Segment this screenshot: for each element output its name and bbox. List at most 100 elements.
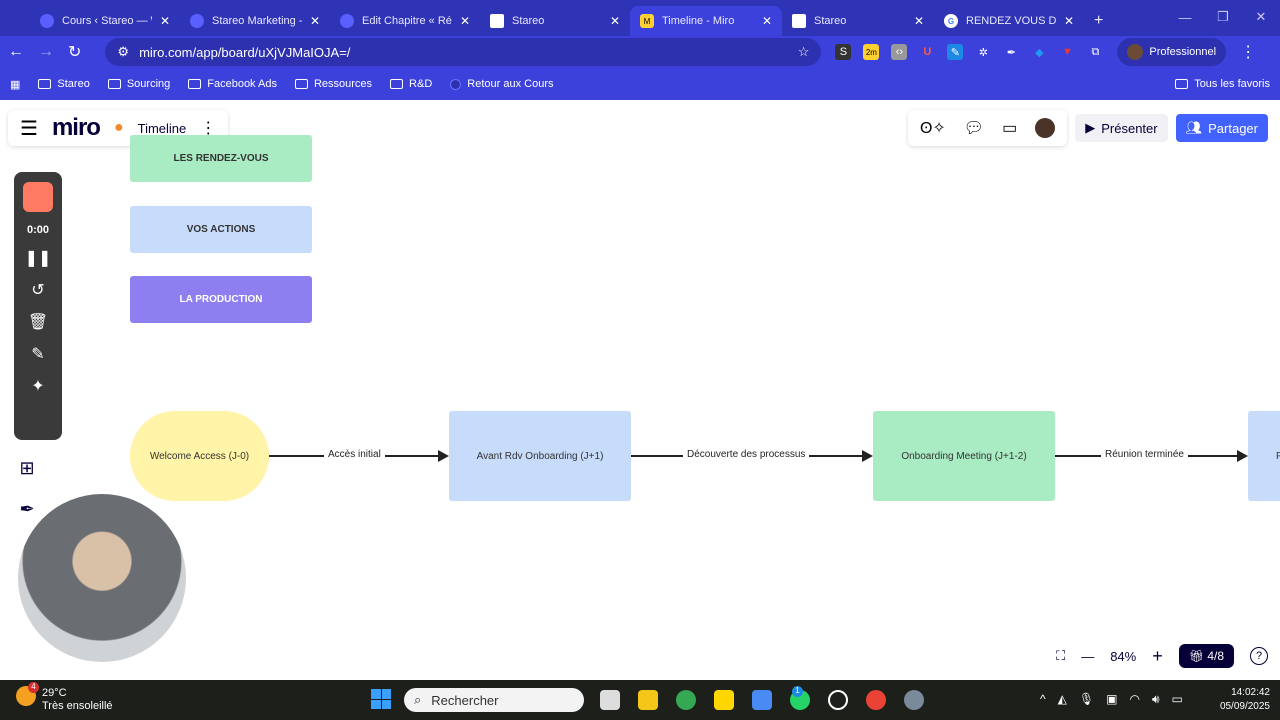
- chrome-icon[interactable]: [676, 690, 696, 710]
- extension-gear-icon[interactable]: ✲: [978, 46, 989, 59]
- apps-icon[interactable]: ⊞: [19, 458, 35, 478]
- chevron-up-icon[interactable]: ^: [1040, 692, 1046, 706]
- chrome-profile-icon[interactable]: [866, 690, 886, 710]
- task-view-icon[interactable]: [600, 690, 620, 710]
- menu-kebab-icon[interactable]: ⋮: [1240, 44, 1257, 61]
- hamburger-menu-icon[interactable]: ☰: [20, 117, 38, 140]
- extension-red-icon[interactable]: ▼: [1061, 46, 1073, 58]
- bookmark-folder[interactable]: Sourcing: [107, 78, 170, 90]
- url-field[interactable]: ⚙miro.com/app/board/uXjVJMaIOJA=/☆: [105, 38, 822, 66]
- file-explorer-icon[interactable]: [638, 690, 658, 710]
- extension-s-icon[interactable]: S: [835, 44, 852, 60]
- edge-label: Réunion terminée: [1101, 449, 1188, 460]
- bookmark-folder[interactable]: Facebook Ads: [188, 78, 277, 90]
- apps-grid-icon[interactable]: ▦: [10, 78, 21, 91]
- pause-icon[interactable]: ❚❚: [24, 250, 52, 267]
- tab[interactable]: Edit Chapitre « Réser✕: [330, 6, 480, 36]
- comments-icon[interactable]: 💬︎: [963, 120, 985, 137]
- taskbar-search[interactable]: ⌕Rechercher: [404, 688, 584, 712]
- tab[interactable]: Cours ‹ Stareo — Wo✕: [30, 6, 180, 36]
- extension-u-icon[interactable]: U: [923, 46, 932, 58]
- extension-code-icon[interactable]: ‹›: [891, 44, 908, 60]
- bookmark-folder[interactable]: Stareo: [38, 78, 90, 90]
- close-window-icon[interactable]: ✕: [1255, 9, 1267, 24]
- flow-node-avant-rdv[interactable]: Avant Rdv Onboarding (J+1): [449, 411, 631, 501]
- close-tab-icon[interactable]: ✕: [309, 14, 320, 28]
- fit-to-screen-icon[interactable]: ⛶: [1056, 648, 1066, 663]
- zoom-out-icon[interactable]: —: [1081, 648, 1095, 664]
- drive-icon[interactable]: ◭: [1057, 692, 1067, 706]
- legend-rendez-vous[interactable]: LES RENDEZ-VOUS: [130, 135, 312, 182]
- pages-button[interactable]: 🎁︎ 4/8: [1178, 644, 1234, 668]
- sticky-notes-icon[interactable]: [714, 690, 734, 710]
- flow-node-onboarding[interactable]: Onboarding Meeting (J+1-2): [873, 411, 1055, 501]
- minimize-icon[interactable]: —: [1178, 9, 1192, 25]
- pen-icon[interactable]: ✒: [19, 499, 35, 519]
- extensions-puzzle-icon[interactable]: ⧉: [1091, 45, 1100, 58]
- stop-record-button[interactable]: [23, 182, 53, 212]
- extension-pen-icon[interactable]: ✒: [1006, 46, 1017, 59]
- folder-icon: [38, 79, 52, 89]
- board-header: ☰ miro ● Timeline ⋮: [8, 110, 229, 146]
- flow-node-next[interactable]: F: [1248, 411, 1280, 501]
- extension-timer-icon[interactable]: 2m: [863, 44, 880, 60]
- tab[interactable]: Stareo✕: [480, 6, 630, 36]
- close-tab-icon[interactable]: ✕: [913, 14, 924, 28]
- miro-logo[interactable]: miro: [51, 114, 101, 141]
- bookmark-folder[interactable]: R&D: [390, 78, 432, 90]
- close-tab-icon[interactable]: ✕: [761, 14, 772, 28]
- settings-icon[interactable]: [904, 690, 924, 710]
- arrow-head-icon: [862, 450, 873, 462]
- share-button[interactable]: 👥︎Partager: [1175, 114, 1268, 142]
- tab[interactable]: Stareo✕: [782, 6, 934, 36]
- notepad-icon[interactable]: [752, 690, 772, 710]
- video-call-icon[interactable]: ▭: [1002, 120, 1018, 137]
- tab[interactable]: Stareo Marketing - D✕: [180, 6, 330, 36]
- close-tab-icon[interactable]: ✕: [159, 14, 170, 28]
- volume-icon[interactable]: 🔊︎: [1151, 692, 1160, 706]
- reactions-icon[interactable]: ʘ✧: [919, 120, 946, 137]
- wifi-icon[interactable]: ◠: [1129, 692, 1140, 706]
- restart-icon[interactable]: ↺: [31, 282, 45, 299]
- legend-actions[interactable]: VOS ACTIONS: [130, 206, 312, 253]
- bookmark-folder[interactable]: Ressources: [294, 78, 372, 90]
- zoom-level[interactable]: 84%: [1110, 648, 1137, 664]
- new-tab-button[interactable]: +: [1094, 12, 1104, 29]
- close-tab-icon[interactable]: ✕: [459, 14, 470, 28]
- collab-toolbar: ʘ✧ 💬︎ ▭ ▶Présenter 👥︎Partager: [907, 110, 1268, 146]
- miro-board-canvas[interactable]: ☰ miro ● Timeline ⋮ ʘ✧ 💬︎ ▭ ▶Présenter 👥…: [0, 100, 1280, 680]
- reload-icon[interactable]: ↻: [68, 44, 82, 61]
- extension-edit-icon[interactable]: ✎: [947, 44, 964, 60]
- effects-icon[interactable]: ✦: [31, 378, 45, 395]
- help-icon[interactable]: ?: [1250, 647, 1268, 665]
- legend-production[interactable]: LA PRODUCTION: [130, 276, 312, 323]
- board-menu-kebab-icon[interactable]: ⋮: [200, 120, 217, 137]
- flow-node-welcome[interactable]: Welcome Access (J-0): [130, 411, 269, 501]
- bookmark-link[interactable]: Retour aux Cours: [450, 78, 554, 90]
- profile-button[interactable]: Professionnel: [1117, 38, 1227, 66]
- present-button[interactable]: ▶Présenter: [1075, 114, 1168, 142]
- annotate-icon[interactable]: ✎: [31, 346, 45, 363]
- tray-app-icon[interactable]: ▣: [1106, 692, 1118, 706]
- zoom-in-icon[interactable]: +: [1152, 645, 1163, 666]
- user-avatar[interactable]: [1035, 118, 1056, 138]
- site-info-icon[interactable]: ⚙: [117, 44, 130, 59]
- trash-icon[interactable]: 🗑︎: [27, 314, 49, 331]
- mic-icon[interactable]: 🎙︎: [1078, 692, 1095, 706]
- close-tab-icon[interactable]: ✕: [609, 14, 620, 28]
- close-tab-icon[interactable]: ✕: [1063, 14, 1074, 28]
- restore-icon[interactable]: ❐: [1217, 9, 1229, 24]
- start-button[interactable]: [371, 689, 391, 709]
- chatgpt-icon[interactable]: [828, 690, 848, 710]
- board-name[interactable]: Timeline: [137, 120, 187, 136]
- bookmark-star-icon[interactable]: ☆: [797, 44, 810, 59]
- all-bookmarks[interactable]: Tous les favoris: [1175, 78, 1270, 90]
- back-icon[interactable]: ←: [8, 43, 24, 60]
- battery-icon[interactable]: ▭: [1171, 692, 1183, 706]
- forward-icon[interactable]: →: [38, 43, 54, 60]
- extension-tag-icon[interactable]: ◆: [1035, 46, 1044, 59]
